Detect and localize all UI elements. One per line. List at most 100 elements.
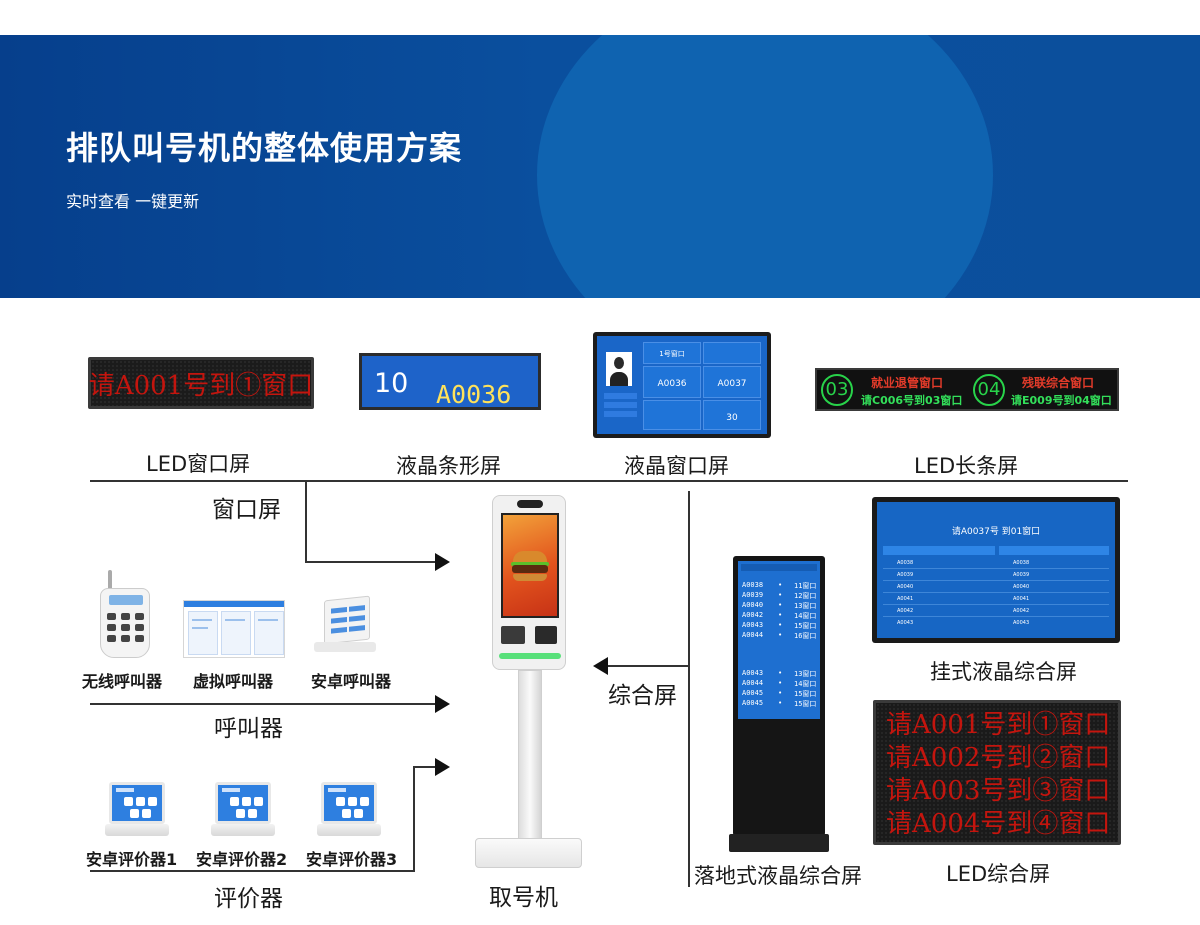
- ui-column: [188, 611, 218, 655]
- ui-column: [254, 611, 284, 655]
- wall-mounted-lcd: 请A0037号 到01窗口 A0038 A0039 A0040 A0041 A0…: [872, 497, 1120, 643]
- evaluator-arrow-line: [413, 766, 435, 768]
- evaluator-screen: [109, 782, 165, 824]
- led-window-screen: 请A001号到①窗口: [88, 357, 314, 409]
- key-icon: [107, 624, 116, 631]
- led-long-line2-right: 请E009号到04窗口: [1011, 394, 1112, 407]
- arrow-left-icon: [593, 657, 608, 675]
- wall-lcd-row-line: [883, 592, 1109, 593]
- led-long-screen: 03 就业退管窗口 请C006号到03窗口 04 残联综合窗口 请E009号到0…: [815, 368, 1119, 411]
- waiting-count: 30: [726, 413, 738, 423]
- queue-row: A0043•13窗口: [742, 669, 817, 678]
- evaluator-screen: [215, 782, 271, 824]
- kiosk-base: [475, 838, 582, 868]
- wall-lcd-row-line: [883, 568, 1109, 569]
- queue-row: A0038•11窗口: [742, 581, 817, 590]
- window-bar: [184, 601, 284, 607]
- caller-label: 安卓呼叫器: [311, 672, 392, 691]
- led-integrated-line: 请A004号到④窗口: [886, 809, 1111, 839]
- wall-lcd-cell: A0043: [1013, 620, 1030, 626]
- led-window-text: 请A001号到①窗口: [88, 370, 314, 401]
- wall-lcd-cell: A0041: [897, 596, 914, 602]
- service-cell: [643, 400, 701, 430]
- window-name: 1号窗口: [659, 350, 685, 358]
- wireless-caller: [100, 570, 150, 658]
- queue-row: A0045•15窗口: [742, 699, 817, 708]
- evaluator-label: 安卓评价器1: [86, 850, 178, 869]
- lcd-strip-screen: 10 A0036: [359, 353, 541, 410]
- wall-lcd-cell: A0042: [1013, 608, 1030, 614]
- key-icon: [135, 624, 144, 631]
- wall-lcd-cell: A0042: [897, 608, 914, 614]
- android-caller-stand: [314, 642, 376, 652]
- banner-decoration-circle: [537, 35, 993, 298]
- key-icon: [107, 635, 116, 642]
- window-screen-group-label: 窗口屏: [212, 497, 281, 523]
- android-evaluator: [211, 782, 275, 840]
- header-banner: 排队叫号机的整体使用方案 实时查看 一键更新: [0, 35, 1200, 298]
- queue-row: A0045•15窗口: [742, 689, 817, 698]
- status-light: [499, 653, 561, 659]
- android-evaluator: [105, 782, 169, 840]
- queue-row: A0044•16窗口: [742, 631, 817, 640]
- integrated-connector: [688, 491, 690, 887]
- led-integrated-line: 请A001号到①窗口: [886, 710, 1111, 740]
- evaluator-stand: [105, 824, 169, 836]
- wall-lcd-row-line: [883, 616, 1109, 617]
- led-integrated-line: 请A003号到③窗口: [886, 776, 1111, 806]
- key-icon: [121, 624, 130, 631]
- key-icon: [121, 613, 130, 620]
- integrated-group-label: 综合屏: [608, 683, 677, 709]
- current-number: A0036: [657, 379, 687, 389]
- ui-line: [225, 619, 245, 621]
- wall-lcd-cell: A0038: [897, 560, 914, 566]
- lcd-strip-window-number: 10: [374, 368, 409, 399]
- android-caller: [312, 595, 376, 658]
- led-long-label: LED长条屏: [914, 454, 1019, 478]
- burger-bun-icon: [513, 551, 547, 563]
- ui-line: [258, 619, 278, 621]
- caller-group-label: 呼叫器: [214, 716, 283, 742]
- android-caller-tablet: [324, 595, 370, 645]
- wall-lcd-row-line: [883, 580, 1109, 581]
- android-evaluator: [317, 782, 381, 840]
- page-title: 排队叫号机的整体使用方案: [66, 129, 463, 167]
- floor-lcd-screen: A0038•11窗口 A0039•12窗口 A0040•13窗口 A0042•1…: [738, 561, 820, 719]
- ui-line: [192, 619, 212, 621]
- virtual-caller: [183, 600, 285, 658]
- lcd-window-display: 1号窗口 A0036 A0037 30: [597, 336, 767, 434]
- floor-lcd-base: [729, 834, 829, 852]
- evaluator-label: 安卓评价器2: [196, 850, 288, 869]
- wall-lcd-cell: A0039: [1013, 572, 1030, 578]
- led-long-line1-right: 残联综合窗口: [1022, 376, 1095, 390]
- kiosk-pole: [518, 670, 542, 842]
- key-icon: [135, 613, 144, 620]
- queue-row: A0039•12窗口: [742, 591, 817, 600]
- kiosk-touchscreen: [501, 513, 559, 618]
- caller-label: 虚拟呼叫器: [193, 672, 274, 691]
- led-integrated-screen: 请A001号到①窗口 请A002号到②窗口 请A003号到③窗口 请A004号到…: [873, 700, 1121, 845]
- arrow-right-icon: [435, 758, 450, 776]
- evaluator-group-label: 评价器: [214, 886, 283, 912]
- evaluator-screen: [321, 782, 377, 824]
- lcd-window-label: 液晶窗口屏: [624, 454, 729, 478]
- window-screen-arrow-line: [305, 561, 435, 563]
- key-icon: [107, 613, 116, 620]
- window-name-cell: 1号窗口: [643, 342, 701, 364]
- antenna-icon: [108, 570, 112, 592]
- ui-column: [221, 611, 251, 655]
- evaluator-label: 安卓评价器3: [306, 850, 398, 869]
- integrated-arrow-line: [608, 665, 688, 667]
- led-long-line2-left: 请C006号到03窗口: [861, 394, 963, 407]
- floor-lcd-frame: A0038•11窗口 A0039•12窗口 A0040•13窗口 A0042•1…: [733, 556, 825, 836]
- key-icon: [135, 635, 144, 642]
- led-window-label: LED窗口屏: [146, 452, 251, 476]
- wall-lcd-cell: A0040: [1013, 584, 1030, 590]
- lcd-window-screen: 1号窗口 A0036 A0037 30: [593, 332, 771, 438]
- ui-line: [192, 627, 208, 629]
- lcd-strip-queue-number: A0036: [436, 380, 512, 409]
- led-long-circle-right: 04: [973, 374, 1005, 406]
- wall-lcd-cell: A0041: [1013, 596, 1030, 602]
- floor-standing-lcd: A0038•11窗口 A0039•12窗口 A0040•13窗口 A0042•1…: [729, 556, 829, 852]
- wall-lcd-label: 挂式液晶综合屏: [930, 660, 1077, 684]
